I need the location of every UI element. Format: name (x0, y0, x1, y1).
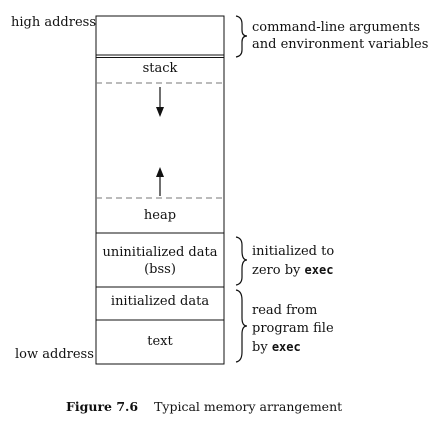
bss-label-line2: (bss) (144, 262, 176, 277)
args-annotation-line2: and environment variables (252, 37, 429, 52)
text-label: text (147, 334, 173, 349)
bss-annotation: initialized to zero by exec (252, 243, 334, 280)
figure-caption: Figure 7.6 Typical memory arrangement (66, 399, 342, 414)
args-brace (235, 15, 248, 58)
bss-annotation-line1: initialized to (252, 244, 335, 259)
args-annotation-line1: command-line arguments (252, 20, 421, 35)
program-brace (235, 289, 248, 363)
stack-growth-arrow (156, 87, 164, 117)
program-annotation-line1: read from (252, 303, 318, 318)
heap-label: heap (143, 208, 177, 223)
memory-column (95, 15, 225, 365)
initialized-data-label: initialized data (110, 294, 210, 309)
bss-annotation-line2: zero by exec (252, 261, 334, 280)
high-address-label: high address (11, 15, 97, 30)
bss-brace (235, 236, 248, 286)
heap-growth-arrow (156, 167, 164, 196)
exec-code: exec (271, 340, 301, 354)
bss-label: uninitialized data (bss) (96, 244, 224, 278)
low-address-label: low address (15, 347, 94, 362)
bss-annotation-text: zero by (252, 263, 305, 278)
figure-number: Figure 7.6 (66, 399, 139, 414)
stack-label: stack (142, 61, 178, 76)
exec-code: exec (304, 263, 334, 277)
program-annotation-line3: by exec (252, 338, 334, 357)
figure-title: Typical memory arrangement (154, 399, 343, 414)
args-annotation: command-line arguments and environment v… (252, 19, 428, 53)
program-annotation: read from program file by exec (252, 302, 334, 357)
bss-label-line1: uninitialized data (102, 245, 218, 260)
program-annotation-text: by (252, 340, 272, 355)
program-annotation-line2: program file (252, 321, 334, 336)
